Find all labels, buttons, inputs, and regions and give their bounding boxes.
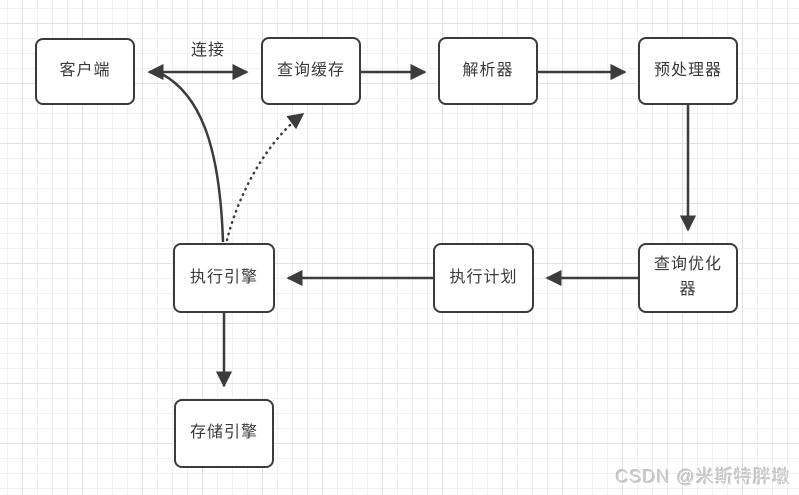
edge-label-connect: 连接 bbox=[190, 42, 225, 59]
watermark-text: CSDN @米斯特胖墩 bbox=[615, 467, 791, 487]
node-preprocessor-label: 预处理器 bbox=[653, 61, 722, 79]
node-storage: 存储引擎 bbox=[174, 399, 274, 468]
node-optimizer-label: 查询优化器 bbox=[653, 256, 722, 298]
node-storage-label: 存储引擎 bbox=[189, 424, 258, 442]
node-parser: 解析器 bbox=[438, 37, 538, 105]
node-optimizer: 查询优化器 bbox=[638, 243, 738, 313]
node-query-cache: 查询缓存 bbox=[261, 37, 361, 105]
node-query-cache-label: 查询缓存 bbox=[276, 61, 345, 79]
edge-engine-client-curve bbox=[161, 72, 225, 243]
node-parser-label: 解析器 bbox=[462, 61, 514, 79]
node-engine: 执行引擎 bbox=[173, 243, 275, 313]
node-plan: 执行计划 bbox=[433, 243, 534, 313]
node-client: 客户端 bbox=[35, 38, 135, 105]
node-client-label: 客户端 bbox=[59, 62, 111, 80]
node-plan-label: 执行计划 bbox=[449, 268, 518, 286]
node-preprocessor: 预处理器 bbox=[638, 37, 738, 105]
node-engine-label: 执行引擎 bbox=[189, 268, 258, 286]
edge-engine-querycache-dotted bbox=[225, 112, 305, 242]
